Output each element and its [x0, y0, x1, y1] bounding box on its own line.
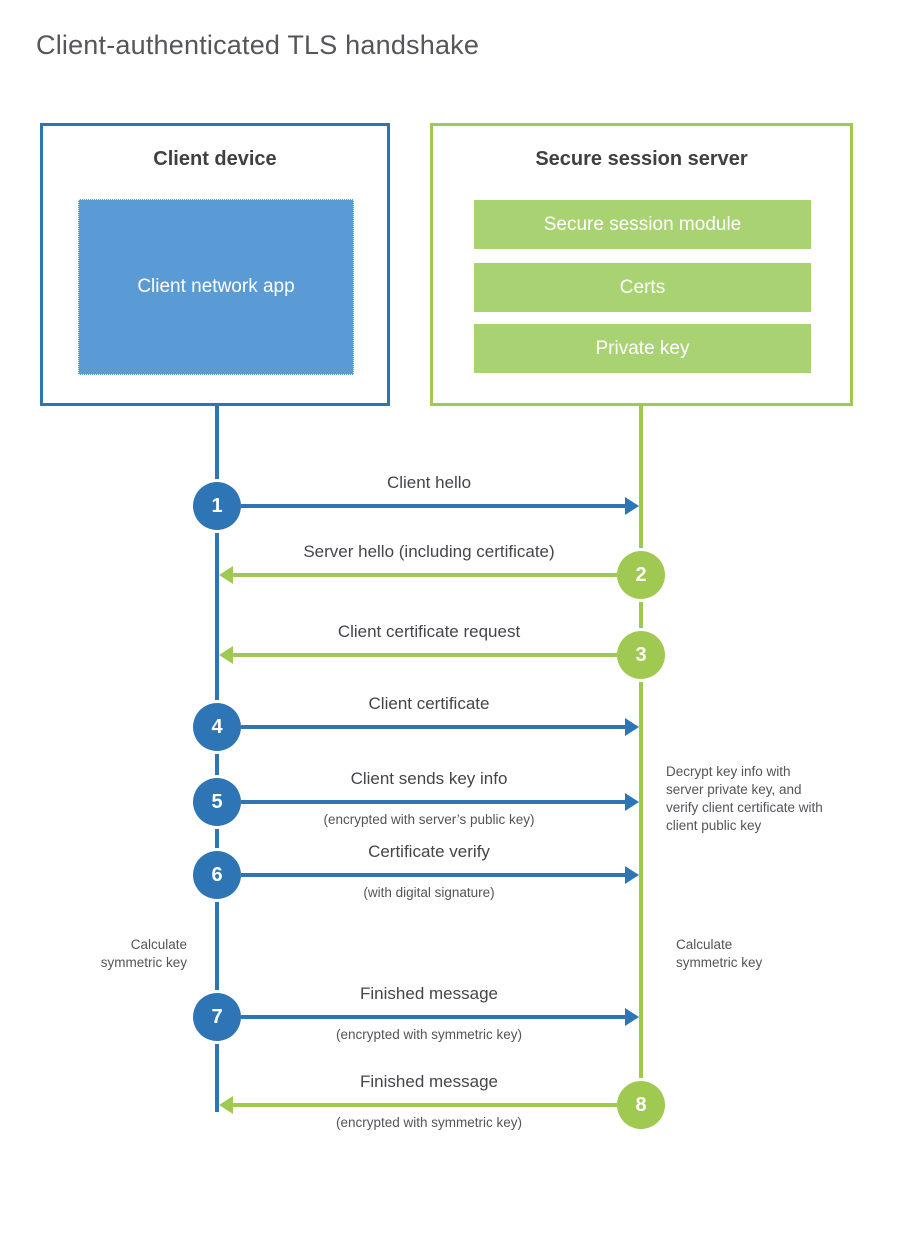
arrowhead-left-icon	[219, 646, 233, 664]
step-6-sublabel: (with digital signature)	[363, 885, 495, 900]
arrowhead-right-icon	[625, 497, 639, 515]
secure-session-server-box: Secure session server Secure session mod…	[430, 123, 853, 406]
step-1-arrow	[241, 497, 639, 515]
client-network-app-box: Client network app	[78, 199, 354, 375]
step-3-label: Client certificate request	[337, 622, 521, 641]
step-6-arrow	[241, 866, 639, 884]
step-7-sublabel: (encrypted with symmetric key)	[335, 1027, 523, 1042]
arrowhead-right-icon	[625, 793, 639, 811]
step-4-badge: 4	[193, 703, 241, 751]
step-1-number: 1	[211, 494, 223, 517]
step-6-number: 6	[211, 863, 223, 886]
note-calculate-symmetric-key-client: Calculate symmetric key	[100, 937, 187, 970]
step-2-arrow	[219, 566, 617, 584]
step-8-arrow	[219, 1096, 617, 1114]
server-lifeline	[639, 406, 643, 1106]
step-7-number: 7	[211, 1005, 223, 1028]
secure-session-server-title: Secure session server	[535, 148, 748, 170]
step-5-number: 5	[211, 790, 223, 813]
client-device-box: Client device Client network app	[40, 123, 390, 406]
server-module-certs: Certs	[474, 263, 811, 312]
step-7-label: Finished message	[360, 984, 498, 1003]
step-8-label: Finished message	[360, 1072, 498, 1091]
step-2-number: 2	[635, 563, 647, 586]
step-3-badge: 3	[617, 631, 665, 679]
step-5-label: Client sends key info	[350, 769, 508, 788]
step-1-badge: 1	[193, 482, 241, 530]
step-3-number: 3	[635, 643, 647, 666]
arrowhead-left-icon	[219, 1096, 233, 1114]
note-decrypt-key-info: Decrypt key info with server private key…	[666, 764, 823, 833]
step-6-label: Certificate verify	[368, 842, 490, 861]
step-1-label: Client hello	[386, 473, 472, 492]
client-network-app-label: Client network app	[137, 276, 295, 297]
arrowhead-right-icon	[625, 718, 639, 736]
server-module-private-key: Private key	[474, 324, 811, 373]
arrowhead-right-icon	[625, 1008, 639, 1026]
step-3-arrow	[219, 646, 617, 664]
step-7-arrow	[241, 1008, 639, 1026]
client-lifeline	[215, 406, 219, 1112]
step-8-number: 8	[635, 1093, 647, 1116]
step-6-badge: 6	[193, 851, 241, 899]
step-5-badge: 5	[193, 778, 241, 826]
step-5-arrow	[241, 793, 639, 811]
step-8-badge: 8	[617, 1081, 665, 1129]
step-4-number: 4	[211, 715, 223, 738]
arrowhead-right-icon	[625, 866, 639, 884]
server-module-secure-session: Secure session module	[474, 200, 811, 249]
step-4-label: Client certificate	[368, 694, 490, 713]
step-2-label: Server hello (including certificate)	[303, 542, 555, 561]
step-5-sublabel: (encrypted with server’s public key)	[323, 812, 535, 827]
step-7-badge: 7	[193, 993, 241, 1041]
note-calculate-symmetric-key-server: Calculate symmetric key	[676, 937, 763, 970]
arrowhead-left-icon	[219, 566, 233, 584]
step-8-sublabel: (encrypted with symmetric key)	[335, 1115, 523, 1130]
client-device-title: Client device	[153, 148, 277, 170]
step-4-arrow	[241, 718, 639, 736]
step-2-badge: 2	[617, 551, 665, 599]
page-title: Client-authenticated TLS handshake	[36, 30, 480, 60]
